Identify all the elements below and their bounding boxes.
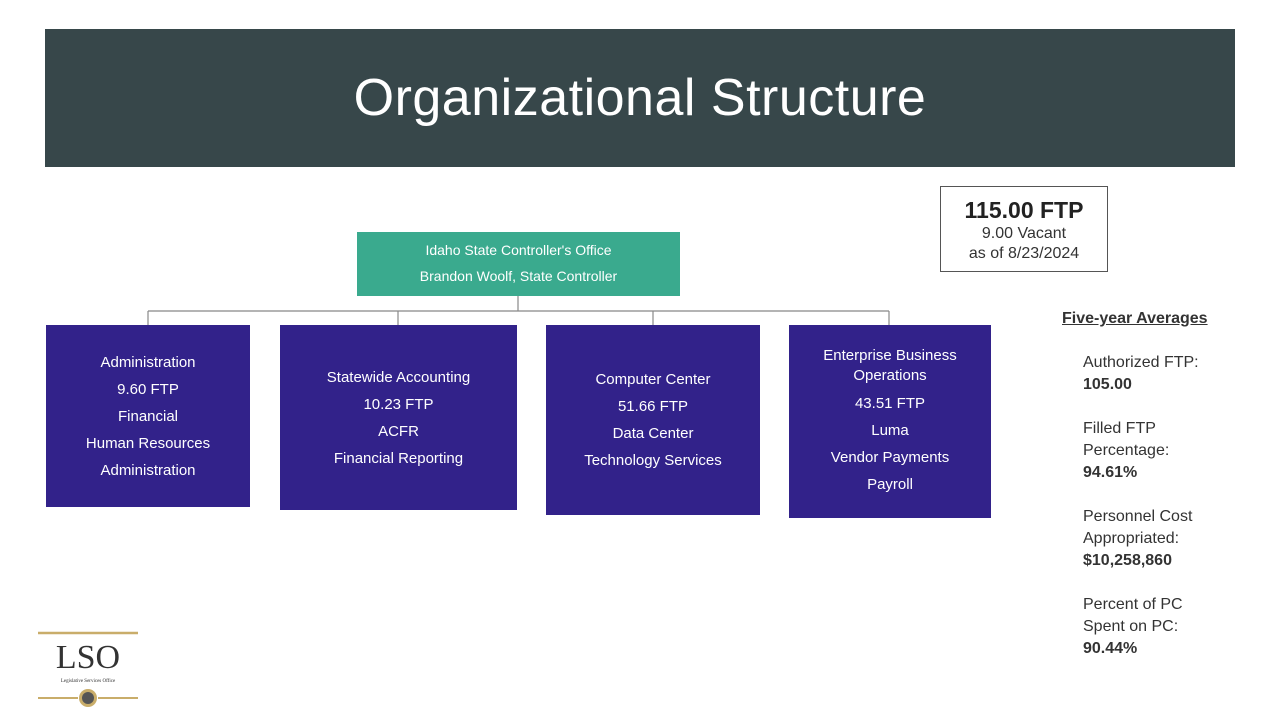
stat-label: Percent of PC Spent on PC: bbox=[1083, 596, 1183, 635]
page-title: Organizational Structure bbox=[353, 69, 927, 127]
logo-text: LSO bbox=[56, 639, 120, 676]
stat-value: 90.44% bbox=[1083, 640, 1138, 657]
division-item: Human Resources bbox=[85, 434, 211, 452]
division-ftp: 43.51 FTP bbox=[854, 394, 926, 412]
division-name-line1: Enterprise Business bbox=[823, 346, 957, 364]
stat-label: Authorized FTP: bbox=[1083, 354, 1199, 371]
controller-name: Brandon Woolf, State Controller bbox=[419, 268, 618, 284]
five-year-averages-panel: Five-year Averages Authorized FTP: 105.0… bbox=[1062, 310, 1262, 682]
total-ftp: 115.00 FTP bbox=[964, 197, 1084, 223]
stat-value: 94.61% bbox=[1083, 464, 1138, 481]
vacant-count: 9.00 Vacant bbox=[981, 225, 1067, 242]
averages-heading: Five-year Averages bbox=[1062, 310, 1208, 327]
division-item: Payroll bbox=[867, 475, 913, 493]
stat-percent-pc-spent: Percent of PC Spent on PC: 90.44% bbox=[1083, 594, 1208, 660]
org-node-enterprise-business-operations: Enterprise Business Operations 43.51 FTP… bbox=[789, 325, 991, 518]
division-name: Computer Center bbox=[595, 371, 711, 388]
controller-office-name: Idaho State Controller's Office bbox=[425, 242, 612, 258]
stat-label: Filled FTP Percentage: bbox=[1083, 420, 1170, 459]
stat-value: 105.00 bbox=[1083, 376, 1132, 393]
division-name: Statewide Accounting bbox=[326, 368, 471, 386]
division-item: Financial Reporting bbox=[333, 449, 464, 467]
division-item: Luma bbox=[871, 421, 909, 439]
division-name: Administration bbox=[100, 353, 196, 371]
stat-value: $10,258,860 bbox=[1083, 552, 1172, 569]
org-node-administration: Administration 9.60 FTP Financial Human … bbox=[46, 325, 250, 507]
org-node-computer-center: Computer Center 51.66 FTP Data Center Te… bbox=[546, 325, 760, 515]
title-banner: Organizational Structure bbox=[45, 29, 1235, 167]
stat-authorized-ftp: Authorized FTP: 105.00 bbox=[1083, 352, 1223, 396]
division-item: ACFR bbox=[378, 422, 419, 440]
stat-label: Personnel Cost Appropriated: bbox=[1083, 508, 1193, 547]
division-item: Financial bbox=[117, 407, 179, 425]
logo-subtext: Legislative Services Office bbox=[61, 679, 116, 684]
org-node-controller-office: Idaho State Controller's Office Brandon … bbox=[357, 232, 680, 296]
stat-filled-ftp-percentage: Filled FTP Percentage: 94.61% bbox=[1083, 418, 1193, 484]
division-item: Technology Services bbox=[584, 452, 722, 469]
lso-logo: LSO Legislative Services Office bbox=[38, 631, 138, 707]
division-item: Vendor Payments bbox=[830, 448, 950, 466]
division-item: Data Center bbox=[612, 425, 694, 442]
stat-personnel-cost: Personnel Cost Appropriated: $10,258,860 bbox=[1083, 506, 1213, 572]
division-ftp: 9.60 FTP bbox=[117, 380, 179, 398]
as-of-date: as of 8/23/2024 bbox=[968, 245, 1080, 262]
org-node-statewide-accounting: Statewide Accounting 10.23 FTP ACFR Fina… bbox=[280, 325, 517, 510]
ftp-summary-box: 115.00 FTP 9.00 Vacant as of 8/23/2024 bbox=[940, 186, 1108, 272]
division-ftp: 51.66 FTP bbox=[617, 398, 689, 415]
division-ftp: 10.23 FTP bbox=[363, 395, 434, 413]
division-item: Administration bbox=[100, 461, 196, 479]
division-name-line2: Operations bbox=[853, 366, 927, 384]
